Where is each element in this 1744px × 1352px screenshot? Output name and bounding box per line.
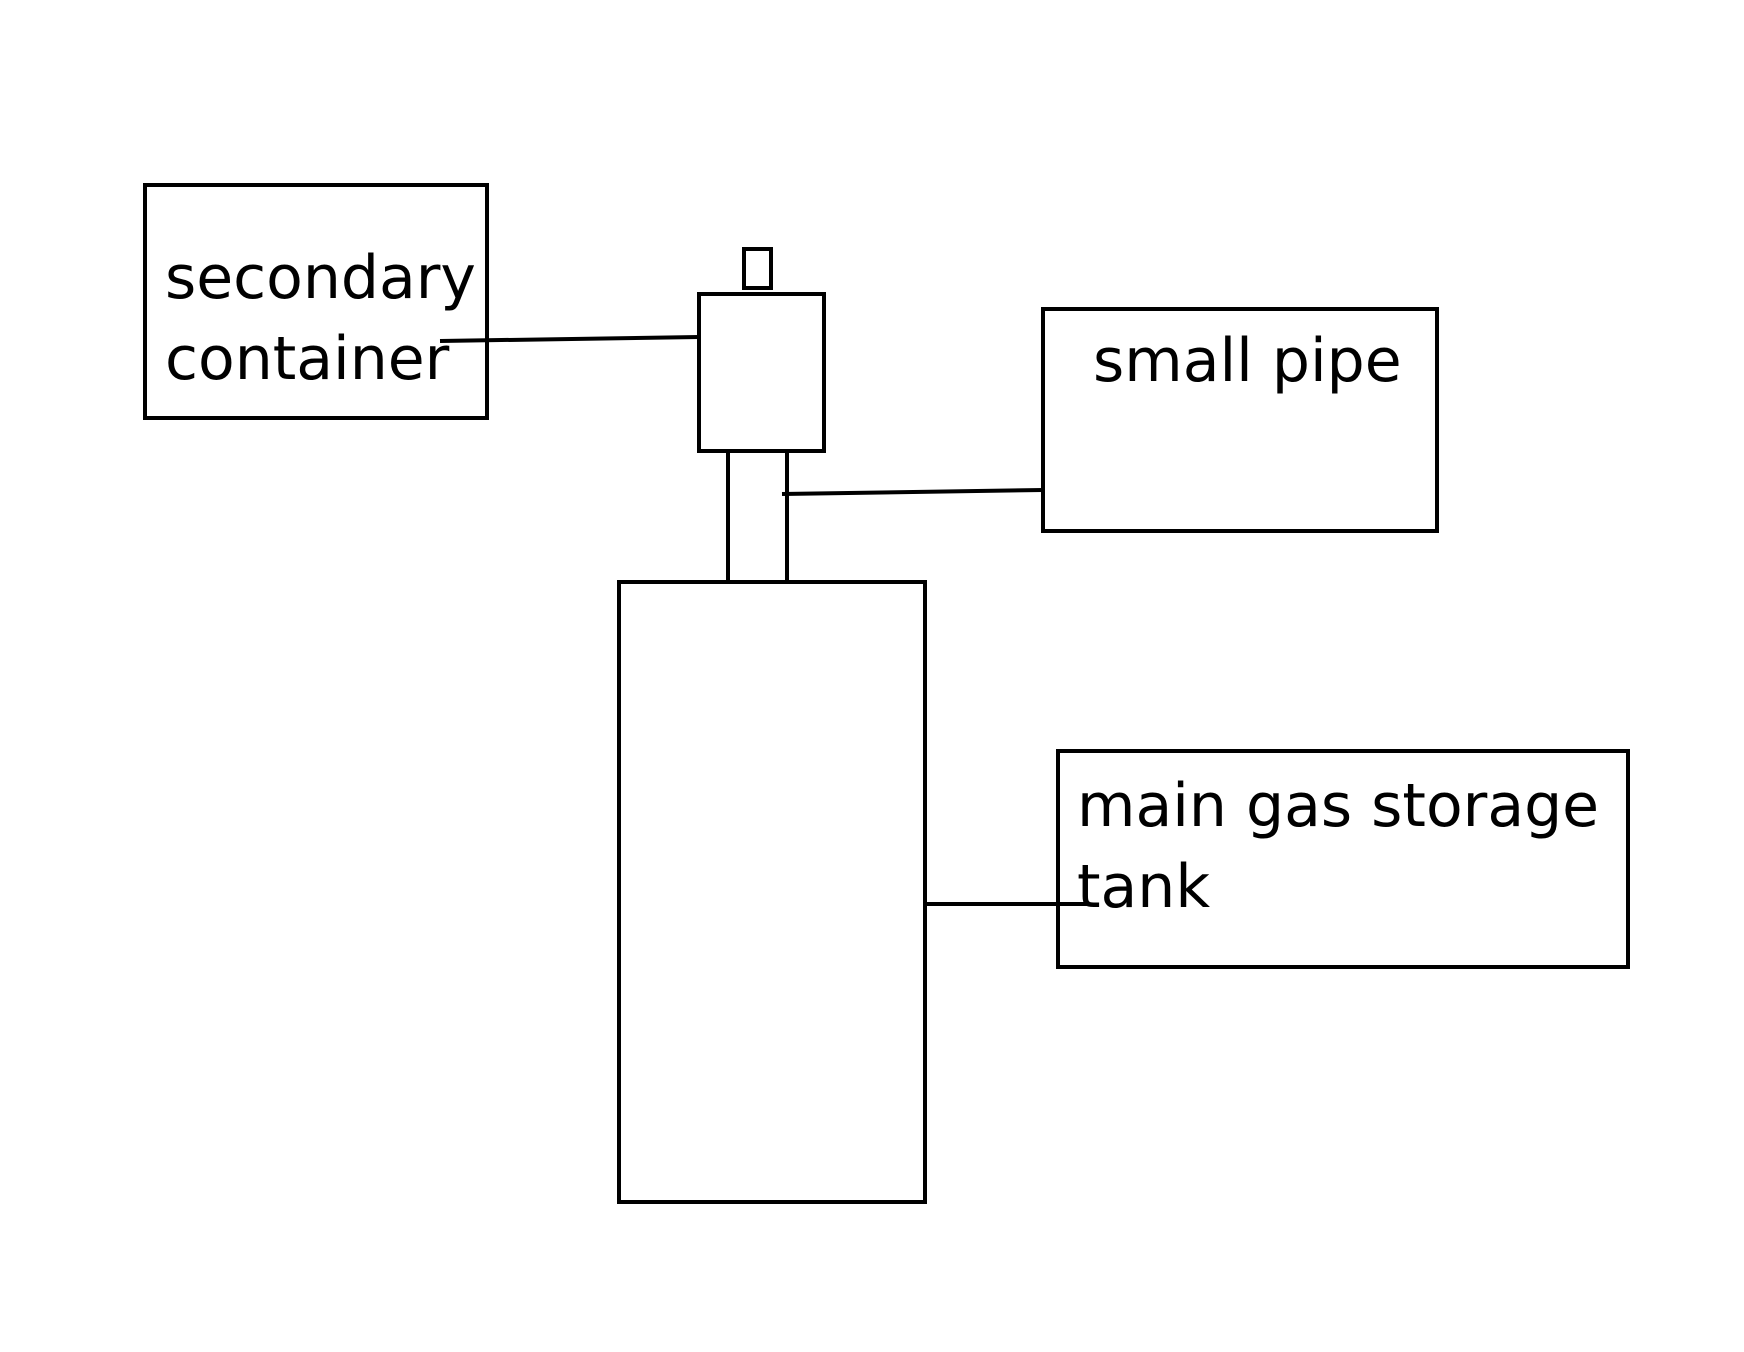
main-tank-label-line2: tank xyxy=(1077,852,1210,922)
small-pipe-label-box xyxy=(1041,307,1439,533)
secondary-container-label-box xyxy=(143,183,489,420)
secondary-container-label-line2: container xyxy=(165,324,450,394)
main-tank-label-line1: main gas storage xyxy=(1077,771,1599,841)
main-tank-label-box xyxy=(1056,749,1630,969)
secondary-container-label-line1: secondary xyxy=(165,243,476,313)
secondary-container-body xyxy=(697,292,826,453)
small-pipe-leader-line xyxy=(781,488,1044,496)
valve-cap xyxy=(742,247,773,290)
main-gas-storage-tank xyxy=(617,580,927,1204)
small-pipe-label: small pipe xyxy=(1093,326,1402,396)
secondary-container-leader-line xyxy=(439,335,700,343)
